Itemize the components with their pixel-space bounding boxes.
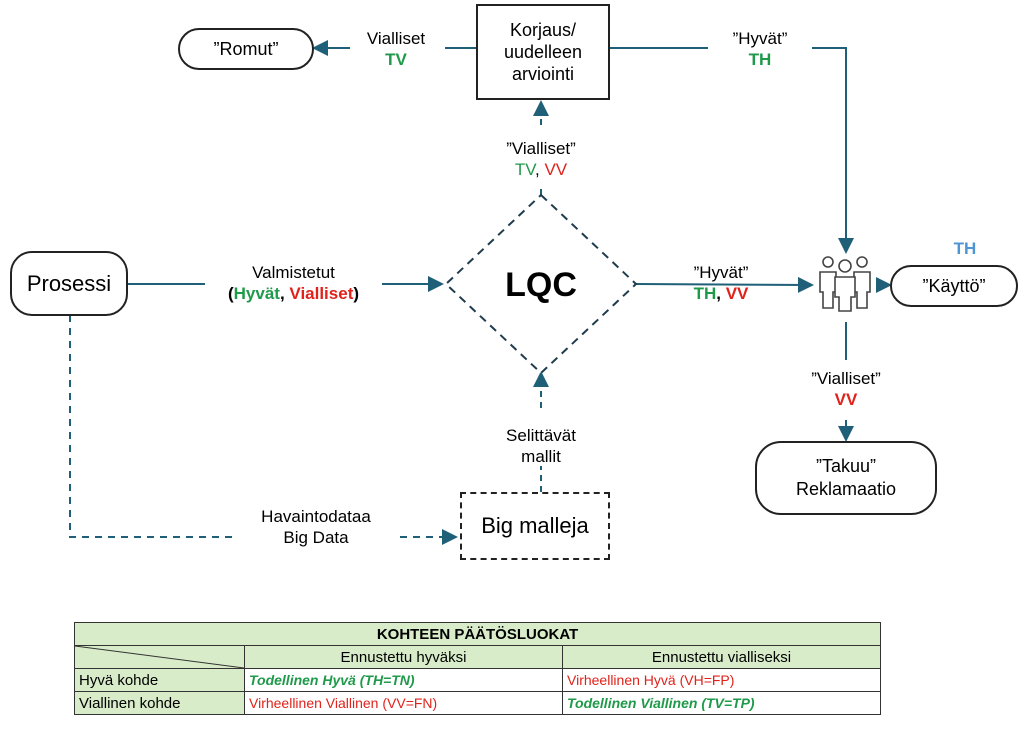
cell-tv-tp: Todellinen Viallinen (TV=TP) <box>561 691 882 715</box>
people-vv: VV <box>834 390 858 409</box>
romut-vialliset-title: Vialliset <box>366 29 426 48</box>
korjaus-line-1: Korjaus/ <box>509 20 577 40</box>
selittavat-label: Selittävät mallit <box>480 425 602 467</box>
col-header-vialliseksi: Ennustettu vialliseksi <box>561 645 882 669</box>
top-vialliset-codes: TV, VV <box>514 160 568 179</box>
decision-classes-table: KOHTEEN PÄÄTÖSLUOKAT Ennustettu hyväksi … <box>73 622 882 715</box>
korjaus-line-2: uudelleen <box>503 42 583 62</box>
valmistetut-title: Valmistetut <box>252 263 335 282</box>
top-vialliset-label: ”Vialliset” TV, VV <box>470 138 612 180</box>
big-malleja-node: Big malleja <box>460 492 610 560</box>
prosessi-label: Prosessi <box>26 270 112 296</box>
lqc-th: TH <box>693 284 717 303</box>
korjaus-th: TH <box>748 50 772 69</box>
korjaus-hyvat-title: ”Hyvät” <box>732 29 788 48</box>
selittavat-line-2: mallit <box>521 447 561 466</box>
cell-vv-fn: Virheellinen Viallinen (VV=FN) <box>244 691 563 715</box>
korjaus-line-3: arviointi <box>511 64 575 84</box>
cell-th-tn: Todellinen Hyvä (TH=TN) <box>244 668 563 692</box>
selittavat-line-1: Selittävät <box>506 426 576 445</box>
prosessi-node: Prosessi <box>10 251 128 316</box>
arrow-lqc-people <box>635 276 814 293</box>
table-row: Viallinen kohde Virheellinen Viallinen (… <box>74 691 882 715</box>
havaintodataa-line-1: Havaintodataa <box>261 507 371 526</box>
people-group-icon <box>819 256 871 312</box>
arrow-prosessi-big <box>69 289 232 538</box>
takuu-node: ”Takuu” Reklamaatio <box>755 441 937 515</box>
lqc-diamond <box>444 193 638 375</box>
korjaus-node: Korjaus/ uudelleen arviointi <box>476 4 610 100</box>
lqc-vv: VV <box>725 284 749 303</box>
romut-tv: TV <box>385 50 407 69</box>
korjaus-hyvat-label: ”Hyvät” TH <box>706 28 814 70</box>
lqc-hyvat-codes: TH, VV <box>693 284 749 303</box>
people-vialliset-title: ”Vialliset” <box>811 369 881 388</box>
kaytto-node: ”Käyttö” <box>890 265 1018 307</box>
romut-label: ”Romut” <box>213 38 279 59</box>
big-malleja-label: Big malleja <box>481 513 589 538</box>
romut-vialliset-label: Vialliset TV <box>345 28 447 70</box>
lqc-hyvat-label: ”Hyvät” TH, VV <box>666 262 776 304</box>
cell-vh-fp: Virheellinen Hyvä (VH=FP) <box>561 668 882 692</box>
takuu-line-2: Reklamaatio <box>795 479 897 499</box>
kaytto-th: TH <box>953 239 977 258</box>
people-vialliset-label: ”Vialliset” VV <box>784 368 908 410</box>
havaintodataa-line-2: Big Data <box>283 528 349 547</box>
valmistetut-hyvat: Hyvät <box>233 284 280 303</box>
col-header-hyvaksi: Ennustettu hyväksi <box>244 645 563 669</box>
romut-node: ”Romut” <box>178 28 314 70</box>
valmistetut-detail: (Hyvät, Vialliset) <box>227 284 360 303</box>
kaytto-label: ”Käyttö” <box>922 275 986 296</box>
diagonal-divider-icon <box>75 646 244 668</box>
row-label-hyva: Hyvä kohde <box>74 668 245 692</box>
row-label-viallinen: Viallinen kohde <box>74 691 245 715</box>
valmistetut-vialliset: Vialliset <box>289 284 354 303</box>
table-row: Hyvä kohde Todellinen Hyvä (TH=TN) Virhe… <box>74 668 882 692</box>
valmistetut-label: Valmistetut (Hyvät, Vialliset) <box>205 262 382 304</box>
top-tv: TV <box>514 160 536 179</box>
table-corner-cell <box>74 645 245 669</box>
takuu-line-1: ”Takuu” <box>815 456 877 476</box>
table-title: KOHTEEN PÄÄTÖSLUOKAT <box>73 622 882 646</box>
top-vialliset-title: ”Vialliset” <box>506 139 576 158</box>
lqc-label: LQC <box>505 266 577 304</box>
top-vv: VV <box>544 160 568 179</box>
havaintodataa-label: Havaintodataa Big Data <box>232 506 400 548</box>
lqc-hyvat-title: ”Hyvät” <box>693 263 749 282</box>
